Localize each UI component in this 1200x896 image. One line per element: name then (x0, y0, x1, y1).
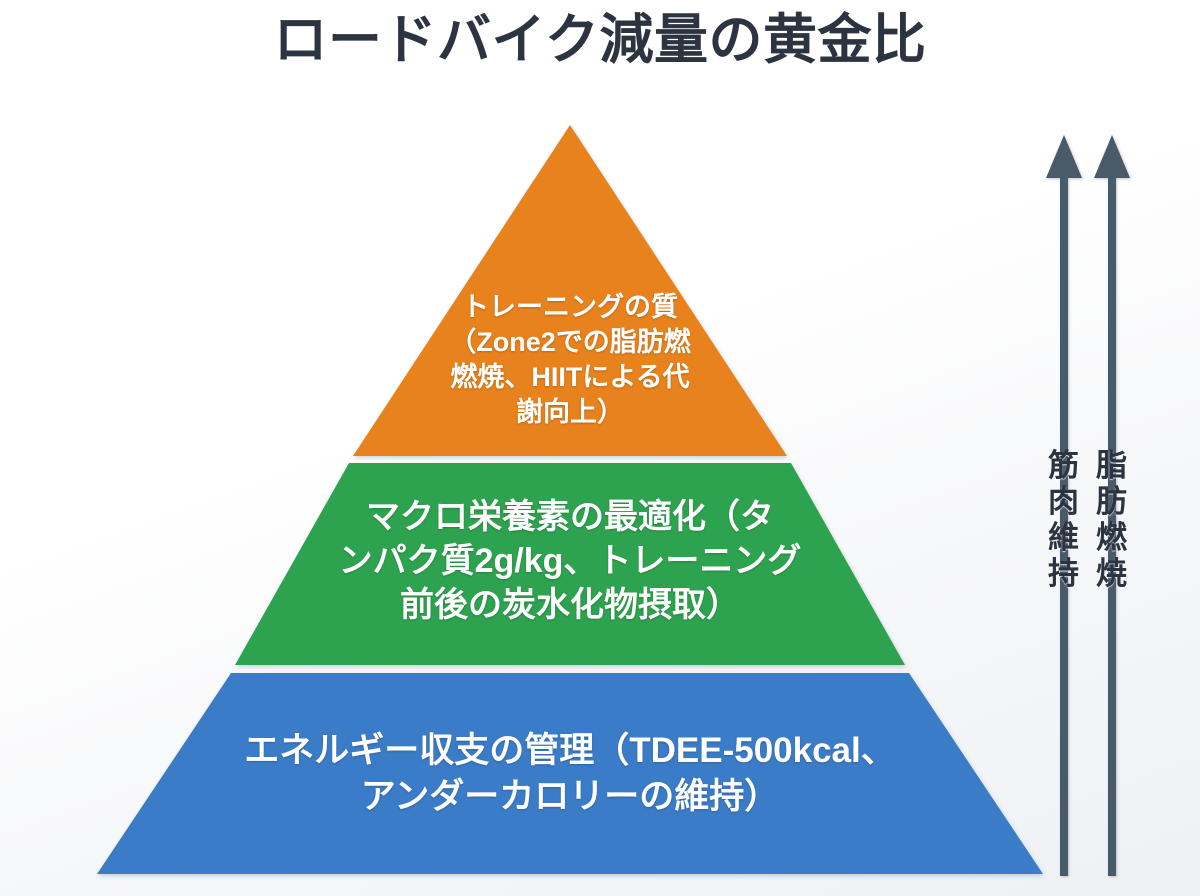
pyramid-tier-top-label: トレーニングの質 （Zone2での脂肪燃 燃焼、HIITによる代 謝向上） (449, 292, 691, 428)
arrow-up-icon (1094, 135, 1130, 876)
pyramid-tier-base-label: エネルギー収支の管理（TDEE-500kcal、 アンダーカロリーの維持） (244, 731, 896, 816)
pyramid-tier-middle-label: マクロ栄養素の最適化（タ ンパク質2g/kg、トレーニング 前後の炭水化物摂取） (338, 498, 802, 625)
side-arrow-muscle-retention-caption: 筋肉維持 (1048, 448, 1080, 591)
side-arrow-fat-burning: 脂肪燃焼 (1082, 130, 1142, 880)
side-arrow-muscle-retention: 筋肉維持 (1034, 130, 1094, 880)
page-title: ロードバイク減量の黄金比 (273, 10, 927, 70)
arrow-up-icon (1046, 135, 1082, 876)
side-arrow-fat-burning-caption: 脂肪燃焼 (1096, 448, 1128, 591)
